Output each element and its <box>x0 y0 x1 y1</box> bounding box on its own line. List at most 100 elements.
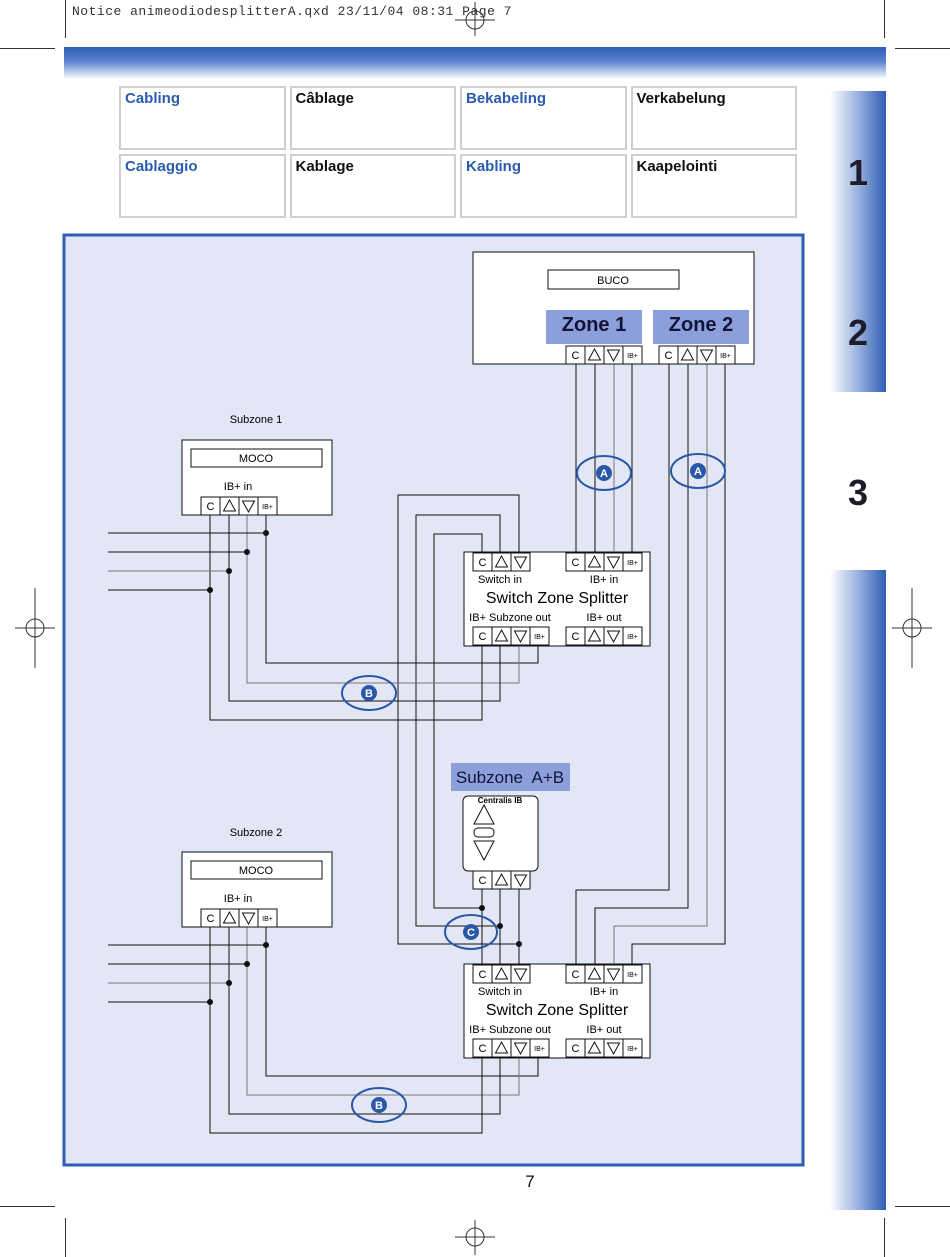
terminal-block: C <box>472 870 531 890</box>
marker-letter: A <box>694 466 702 478</box>
moco2-title: MOCO <box>239 865 274 877</box>
subzone2-label: Subzone 2 <box>230 827 283 839</box>
up-arrow-icon <box>680 347 695 361</box>
terminal-c-label: C <box>572 1043 580 1055</box>
marker-badge <box>690 463 706 479</box>
junction-dot <box>516 941 522 947</box>
marker-letter: B <box>365 688 373 700</box>
zone2-label: Zone 2 <box>669 314 733 336</box>
down-arrow-icon <box>513 630 528 644</box>
up-arrow-icon <box>587 347 602 361</box>
down-arrow-icon <box>699 349 714 363</box>
wire <box>209 927 483 1134</box>
junction-dot <box>226 980 232 986</box>
terminal-cell <box>715 345 736 365</box>
up-arrow-icon <box>494 872 509 886</box>
crop-mark <box>895 1206 950 1207</box>
terminal-c-label: C <box>665 350 673 362</box>
language-cell: Câblage <box>289 86 456 150</box>
splitter1-ib-out: IB+ out <box>586 612 621 624</box>
down-arrow-icon <box>513 1042 528 1056</box>
splitter2-ib-in: IB+ in <box>590 986 618 998</box>
wire <box>228 927 501 1115</box>
terminal-c-label: C <box>479 631 487 643</box>
terminal-block: C IB+ <box>565 626 643 646</box>
terminal-block: C IB+ <box>658 345 736 365</box>
marker-ring <box>341 675 397 711</box>
wire <box>631 364 726 964</box>
terminal-c-label: C <box>572 350 580 362</box>
down-arrow-icon <box>241 912 256 926</box>
down-arrow-icon <box>606 556 621 570</box>
wire <box>575 364 670 964</box>
terminal-c-label: C <box>207 913 215 925</box>
wire <box>246 515 520 684</box>
terminal-block: C <box>472 964 531 984</box>
crop-mark <box>0 48 55 49</box>
terminal-c-label: C <box>572 557 580 569</box>
side-tab-upper <box>830 91 886 392</box>
junction-dot <box>263 942 269 948</box>
terminal-ib-label: IB+ <box>262 504 273 511</box>
up-arrow-icon <box>587 628 602 642</box>
marker-ring <box>670 453 726 489</box>
splitter1-subzone-out: IB+ Subzone out <box>469 612 551 624</box>
marker-ring <box>444 914 498 950</box>
wire <box>265 927 539 1077</box>
junction-dot <box>207 999 213 1005</box>
down-arrow-icon <box>241 500 256 514</box>
marker-letter: A <box>600 468 608 480</box>
cable-marker-a: A <box>670 453 726 489</box>
up-arrow-icon <box>222 910 237 924</box>
language-cell: Cabling <box>119 86 286 150</box>
marker-letter: B <box>375 1100 383 1112</box>
up-arrow-icon <box>587 966 602 980</box>
down-arrow-icon <box>606 968 621 982</box>
marker-ring <box>351 1087 407 1123</box>
junction-dot <box>244 549 250 555</box>
terminal-c-label: C <box>572 969 580 981</box>
junction-dot <box>479 905 485 911</box>
language-cell: Kaapelointi <box>630 154 797 218</box>
terminal-c-label: C <box>207 501 215 513</box>
marker-badge <box>371 1097 387 1113</box>
language-cell: Kablage <box>289 154 456 218</box>
terminal-c-label: C <box>479 557 487 569</box>
language-cell: Kabling <box>460 154 627 218</box>
splitter1-ib-in: IB+ in <box>590 574 618 586</box>
up-arrow-icon <box>587 1040 602 1054</box>
centralis-ib: Subzone A+B Centralis IB <box>451 763 570 872</box>
terminal-c-label: C <box>572 631 580 643</box>
crop-mark <box>65 0 66 38</box>
wire <box>613 364 708 964</box>
terminal-c-label: C <box>479 875 487 887</box>
splitter2-title: Switch Zone Splitter <box>486 1002 629 1019</box>
terminal-ib-label: IB+ <box>627 634 638 641</box>
wire <box>209 515 483 721</box>
cable-marker-a: A <box>576 455 632 491</box>
terminal-c-label: C <box>479 969 487 981</box>
terminal-c-label: C <box>479 1043 487 1055</box>
terminal-cell <box>529 1038 550 1058</box>
splitter1-switch-in: Switch in <box>478 574 522 586</box>
down-arrow-icon <box>606 349 621 363</box>
terminal-ib-label: IB+ <box>720 353 731 360</box>
down-arrow-icon <box>606 1042 621 1056</box>
cable-marker-b: B <box>341 675 397 711</box>
cable-markers: A A B C B <box>341 453 726 1123</box>
marker-badge <box>361 685 377 701</box>
up-arrow-icon <box>494 554 509 568</box>
splitter2-subzone-out: IB+ Subzone out <box>469 1024 551 1036</box>
terminal-ib-label: IB+ <box>627 353 638 360</box>
language-cell: Verkabelung <box>630 86 797 150</box>
wiring <box>108 364 726 1134</box>
crop-mark <box>0 1206 55 1207</box>
wire <box>265 515 539 664</box>
centralis-up-key <box>473 803 495 825</box>
